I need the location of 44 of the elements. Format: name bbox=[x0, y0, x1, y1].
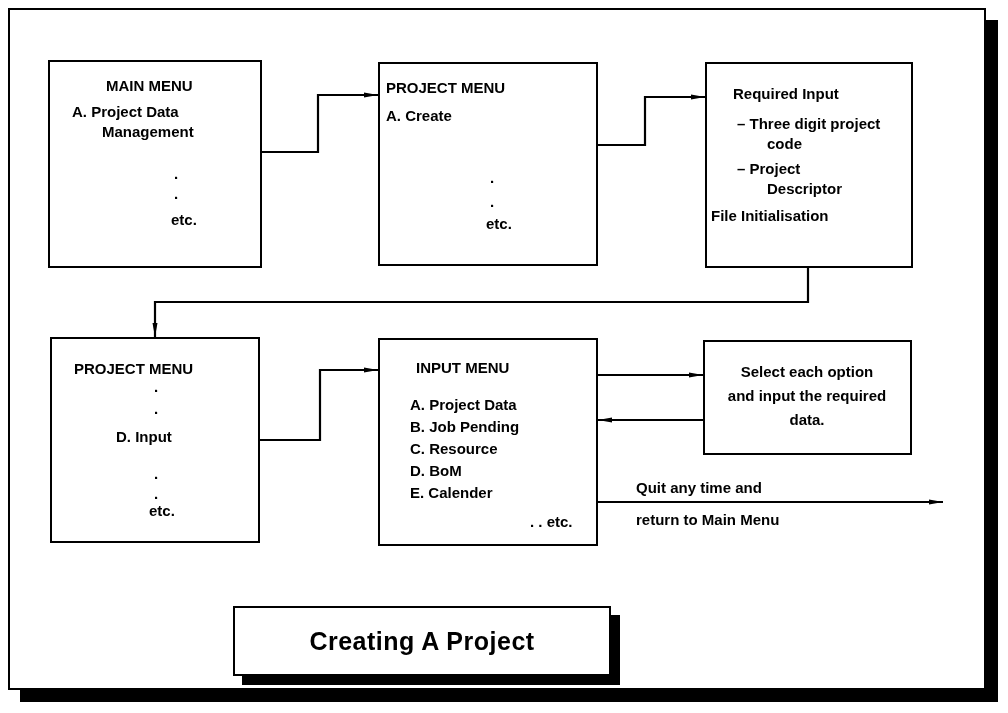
title: Creating A Project bbox=[309, 626, 535, 656]
menu-text: etc. bbox=[171, 210, 197, 230]
menu-box bbox=[48, 60, 262, 268]
arrow bbox=[262, 92, 378, 154]
menu-text: A. Project Data bbox=[410, 395, 517, 415]
menu-heading: INPUT MENU bbox=[416, 358, 510, 378]
menu-text: File Initialisation bbox=[711, 206, 829, 226]
menu-text: C. Resource bbox=[410, 439, 498, 459]
menu-heading: PROJECT MENU bbox=[386, 78, 506, 98]
edge-label: Quit any time and return to Main Menu bbox=[636, 478, 781, 530]
menu-box bbox=[705, 62, 913, 268]
menu-text: D. BoM bbox=[410, 461, 462, 481]
menu-box bbox=[378, 338, 598, 546]
menu-heading: MAIN MENU bbox=[106, 76, 193, 96]
dot-text: . bbox=[490, 192, 495, 212]
menu-box bbox=[50, 337, 260, 543]
arrow bbox=[598, 372, 703, 378]
menu-text: A. Project Data Management bbox=[72, 102, 195, 142]
dot-text: . bbox=[154, 399, 159, 419]
menu-text: – Three digit project code bbox=[737, 114, 882, 154]
menu-heading: PROJECT MENU bbox=[74, 359, 194, 379]
arrow bbox=[260, 367, 378, 442]
menu-text: B. Job Pending bbox=[410, 417, 520, 437]
arrow bbox=[598, 499, 943, 505]
menu-text: . . etc. bbox=[530, 512, 573, 532]
dot-text: . bbox=[154, 464, 159, 484]
dot-text: . bbox=[154, 484, 159, 504]
menu-text: etc. bbox=[486, 214, 512, 234]
arrow bbox=[152, 268, 810, 337]
menu-box bbox=[378, 62, 598, 266]
menu-text: – Project Descriptor bbox=[737, 159, 844, 199]
dot-text: . bbox=[174, 184, 179, 204]
menu-text: etc. bbox=[149, 501, 175, 521]
menu-heading: Required Input bbox=[733, 84, 839, 104]
menu-text: A. Create bbox=[386, 106, 452, 126]
menu-text: D. Input bbox=[116, 427, 172, 447]
dot-text: . bbox=[490, 168, 495, 188]
menu-text: Select each option and input the required data. bbox=[727, 362, 887, 430]
dot-text: . bbox=[174, 164, 179, 184]
dot-text: . bbox=[154, 377, 159, 397]
arrow bbox=[598, 417, 703, 423]
menu-box bbox=[703, 340, 912, 455]
arrow bbox=[598, 94, 705, 147]
menu-text: E. Calender bbox=[410, 483, 493, 503]
